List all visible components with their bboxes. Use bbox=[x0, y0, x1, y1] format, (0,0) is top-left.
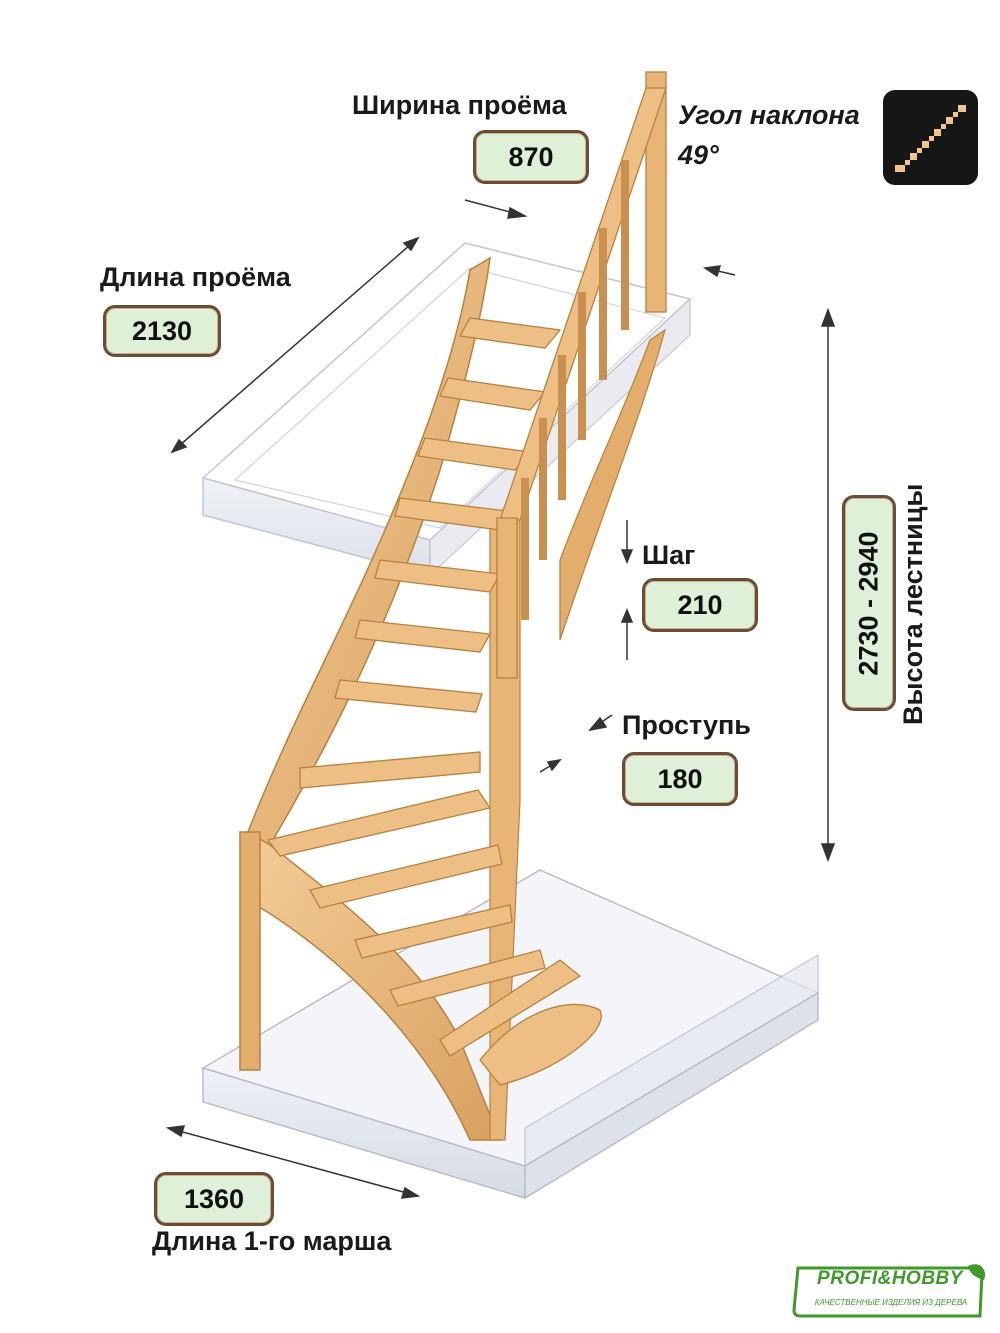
opening-length-badge: 2130 bbox=[103, 305, 221, 357]
logo-frame-icon bbox=[792, 1264, 986, 1318]
first-flight-label: Длина 1-го марша bbox=[152, 1226, 392, 1256]
first-flight-badge: 1360 bbox=[154, 1172, 274, 1226]
height-label: Высота лестницы bbox=[898, 483, 928, 725]
opening-width-label: Ширина проёма bbox=[352, 90, 567, 120]
slope-label: Угол наклона bbox=[678, 100, 860, 130]
dimension-lines bbox=[165, 199, 836, 1199]
profi-hobby-logo: PROFI&HOBBY КАЧЕСТВЕННЫЕ ИЗДЕЛИЯ ИЗ ДЕРЕ… bbox=[790, 1262, 990, 1324]
logo-tagline: КАЧЕСТВЕННЫЕ ИЗДЕЛИЯ ИЗ ДЕРЕВА bbox=[814, 1298, 968, 1307]
opening-width-badge: 870 bbox=[473, 130, 589, 184]
stringer bbox=[239, 256, 667, 1141]
logo-brand: PROFI&HOBBY bbox=[817, 1268, 963, 1289]
step-label: Шаг bbox=[642, 540, 696, 570]
step-badge: 210 bbox=[642, 578, 758, 632]
tread-badge: 180 bbox=[622, 752, 738, 806]
slope-icon bbox=[883, 90, 978, 185]
opening-length-label: Длина проёма bbox=[100, 262, 291, 292]
handrail bbox=[496, 71, 667, 679]
slope-value: 49° bbox=[678, 140, 719, 170]
tread-label: Проступь bbox=[622, 710, 751, 740]
height-badge-text: 2730 - 2940 bbox=[853, 530, 884, 676]
height-badge: 2730 - 2940 bbox=[842, 495, 896, 711]
treads bbox=[266, 317, 602, 1086]
